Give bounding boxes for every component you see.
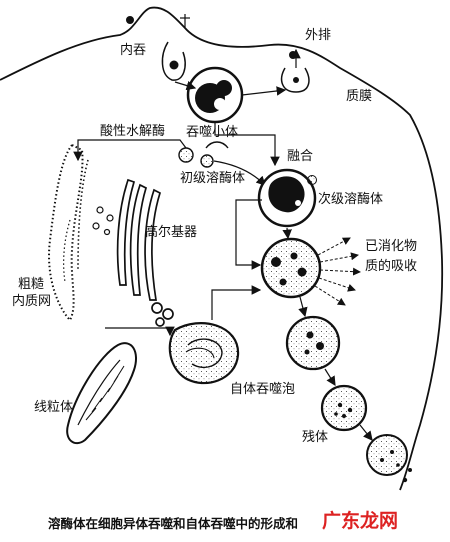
digestion-lysosome-icon [260, 237, 322, 299]
arrow-acid-hydrolase [73, 139, 150, 162]
label-plasma-membrane: 质膜 [346, 89, 372, 104]
label-exocytosis: 外排 [305, 28, 331, 43]
phagosome-icon [186, 66, 244, 124]
arrow-autophagosome-to-lysosome [211, 285, 262, 320]
autophagosome-icon [168, 322, 240, 385]
exocytosis-vesicle [280, 48, 310, 93]
er-transport-vesicles [92, 206, 114, 236]
label-fusion: 融合 [287, 149, 313, 164]
endocytosis-vesicles [126, 14, 190, 81]
arrow-secondary-to-digestion [282, 227, 292, 240]
label-digested-line1: 已消化物 [365, 239, 417, 254]
plasma-membrane [0, 6, 444, 491]
rough-er-icon [48, 143, 89, 322]
label-phagosome: 吞噬小体 [186, 125, 238, 140]
watermark-text: 广东龙网 [322, 509, 398, 532]
label-secondary-lysosome: 次级溶酶体 [318, 191, 383, 207]
arrow-endo-to-phago [174, 80, 197, 91]
absorption-arrows [314, 237, 361, 306]
label-primary-lysosome: 初级溶酶体 [180, 170, 245, 186]
label-digested-line2: 质的吸收 [365, 258, 417, 274]
label-golgi: 高尔基器 [145, 224, 197, 240]
label-endocytosis: 内吞 [120, 42, 146, 58]
label-residual-body: 残体 [302, 430, 328, 445]
mitochondrion-icon [66, 342, 137, 445]
arrow-golgi-to-lysosome [235, 199, 262, 270]
golgi-apparatus-icon [116, 178, 174, 327]
label-acid-hydrolase: 酸性水解酶 [100, 123, 165, 139]
figure-caption: 溶酶体在细胞异体吞噬和自体吞噬中的形成和 [48, 516, 298, 531]
arrow-mito-to-autophagosome [105, 326, 175, 337]
residual-body-icon [320, 384, 368, 432]
label-mitochondrion: 线粒体 [34, 400, 73, 415]
label-rer-line1: 粗糙 [18, 277, 44, 292]
arrow-phago-to-fusion [214, 122, 280, 167]
secondary-lysosome-icon [257, 168, 317, 228]
late-lysosome-icon [285, 315, 341, 371]
exiting-residual-icon [366, 434, 412, 483]
label-autophagosome: 自体吞噬泡 [230, 382, 295, 397]
label-rer-line2: 内质网 [12, 293, 51, 309]
arrow-phago-to-exo [241, 86, 287, 96]
